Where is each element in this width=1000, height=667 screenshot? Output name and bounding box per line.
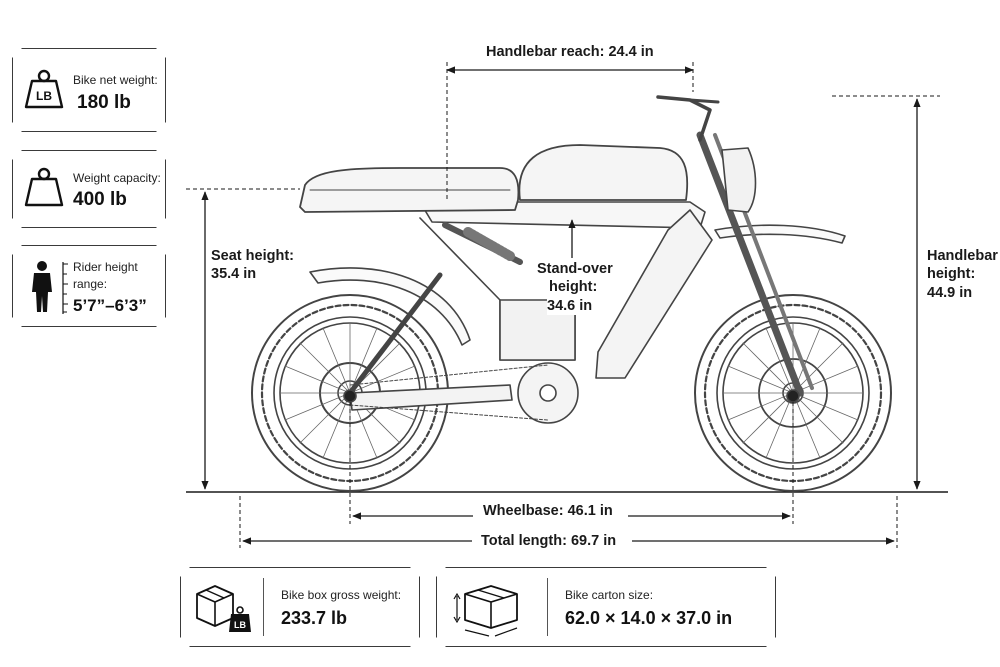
box-weight-divider bbox=[263, 578, 264, 636]
weight-icon-text: LB bbox=[36, 89, 52, 103]
person-icon bbox=[29, 260, 55, 314]
weight-capacity-value: 400 lb bbox=[73, 189, 127, 210]
handlebar-reach-label: Handlebar reach: 24.4 in bbox=[486, 43, 654, 61]
height-scale-icon bbox=[62, 262, 70, 314]
rider-height-value: 5’7”–6’3” bbox=[73, 296, 147, 315]
rider-height-label-2: range: bbox=[73, 277, 108, 291]
rider-height-card: Rider height range: 5’7”–6’3” bbox=[12, 245, 166, 327]
net-weight-card: LB Bike net weight: 180 lb bbox=[12, 48, 166, 132]
box-dimensions-icon bbox=[451, 578, 531, 638]
carton-divider bbox=[547, 578, 548, 636]
box-gross-weight-card: LB Bike box gross weight: 233.7 lb bbox=[180, 567, 420, 647]
carton-size-value: 62.0 × 14.0 × 37.0 in bbox=[565, 608, 733, 628]
weight-lb-icon: LB bbox=[23, 69, 65, 111]
carton-size-label: Bike carton size: bbox=[565, 588, 654, 602]
weight-icon bbox=[23, 167, 65, 209]
seat-height-label-1: Seat height: bbox=[211, 248, 294, 264]
standover-label-1: Stand-over bbox=[537, 260, 613, 278]
wheelbase-label: Wheelbase: 46.1 in bbox=[483, 502, 613, 520]
box-gross-weight-value: 233.7 lb bbox=[281, 608, 348, 628]
net-weight-value: 180 lb bbox=[77, 92, 131, 113]
rider-height-label-1: Rider height bbox=[73, 260, 138, 274]
handlebar-height-label-1: Handlebar bbox=[927, 248, 998, 264]
carton-size-card: Bike carton size: 62.0 × 14.0 × 37.0 in bbox=[436, 567, 776, 647]
handlebar-height-label-2: height: bbox=[927, 266, 976, 282]
handlebar-height-label-3: 44.9 in bbox=[927, 285, 973, 301]
box-weight-icon: LB bbox=[193, 580, 253, 634]
total-length-label: Total length: 69.7 in bbox=[481, 532, 617, 550]
box-weight-icon-text: LB bbox=[234, 620, 246, 630]
standover-label-3: 34.6 in bbox=[547, 297, 593, 315]
standover-label-2: height: bbox=[549, 278, 598, 296]
dimension-lines bbox=[186, 62, 940, 548]
weight-capacity-label: Weight capacity: bbox=[73, 171, 161, 185]
net-weight-label: Bike net weight: bbox=[73, 73, 158, 87]
bike-illustration bbox=[251, 95, 892, 492]
seat-height-label-2: 35.4 in bbox=[211, 266, 257, 282]
box-gross-weight-label: Bike box gross weight: bbox=[281, 588, 402, 602]
weight-capacity-card: Weight capacity: 400 lb bbox=[12, 150, 166, 228]
